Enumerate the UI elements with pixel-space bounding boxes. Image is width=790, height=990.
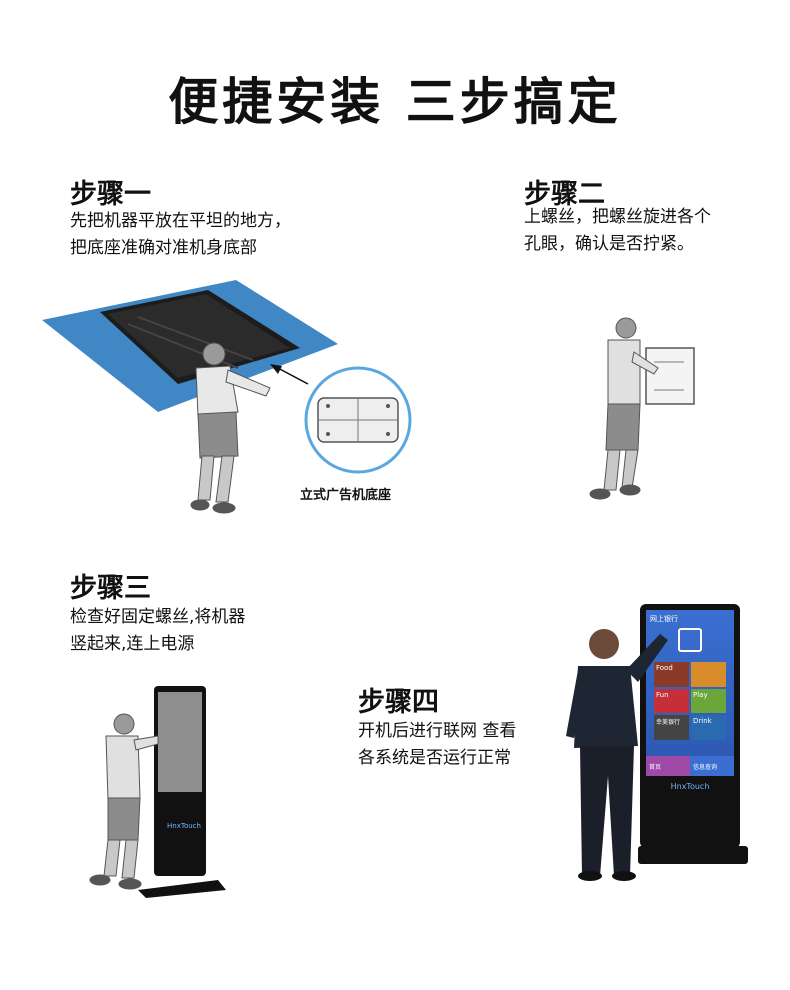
step-1-line-2: 把底座准确对准机身底部 <box>70 238 257 258</box>
brand-logo: HnxTouch <box>670 782 710 791</box>
worker-figure <box>190 342 271 514</box>
step-3-desc: 检查好固定螺丝,将机器 竖起来,连上电源 <box>70 604 245 658</box>
base-caption: 立式广告机底座 <box>300 488 392 503</box>
brand-logo-small: HnxTouch <box>167 822 201 830</box>
tile-drink: Drink <box>691 715 726 740</box>
step-2-line-2: 孔眼，确认是否拧紧。 <box>524 234 694 254</box>
step-4-line-2: 各系统是否运行正常 <box>358 748 511 768</box>
step-4-line-1: 开机后进行联网 查看 <box>358 721 517 741</box>
step-3-title: 步骤三 <box>70 573 151 604</box>
page-title: 便捷安装 三步搞定 <box>168 73 622 131</box>
kiosk-screen-off <box>158 692 202 792</box>
step-1-illustration <box>42 280 412 514</box>
screen-tiles: Food Fun Play 幸美银行 Drink <box>654 662 726 740</box>
step-1-desc: 先把机器平放在平坦的地方， 把底座准确对准机身底部 <box>70 208 291 262</box>
kiosk-base <box>138 880 226 898</box>
tile-food: Food <box>654 662 689 687</box>
step-2-line-1: 上螺丝，把螺丝旋进各个 <box>524 207 711 227</box>
step-1-title: 步骤一 <box>70 179 151 210</box>
base-plate-upright <box>645 347 695 405</box>
step-4-title: 步骤四 <box>358 687 439 718</box>
footer-query: 信息查询 <box>690 756 734 776</box>
step-3-line-2: 竖起来,连上电源 <box>70 634 195 654</box>
step-3-line-1: 检查好固定螺丝,将机器 <box>70 607 246 627</box>
tile-play: Play <box>691 688 726 714</box>
kiosk-on-base <box>638 846 748 864</box>
step-3-illustration <box>89 686 226 898</box>
step-2-title: 步骤二 <box>524 179 605 210</box>
tile-center: 幸美银行 <box>654 715 689 740</box>
screen-footer: 首页 信息查询 <box>646 756 734 776</box>
step-2-desc: 上螺丝，把螺丝旋进各个 孔眼，确认是否拧紧。 <box>524 204 711 258</box>
footer-home: 首页 <box>646 756 690 776</box>
step-1-line-1: 先把机器平放在平坦的地方， <box>70 211 291 231</box>
bank-icon <box>678 628 702 652</box>
worker-figure <box>589 317 659 500</box>
worker-figure <box>89 713 159 890</box>
tile-fun: Fun <box>654 688 689 714</box>
step-2-illustration <box>589 317 695 500</box>
businessman-figure <box>566 629 668 881</box>
screen-header: 网上银行 <box>650 615 678 623</box>
step-4-desc: 开机后进行联网 查看 各系统是否运行正常 <box>358 718 516 772</box>
